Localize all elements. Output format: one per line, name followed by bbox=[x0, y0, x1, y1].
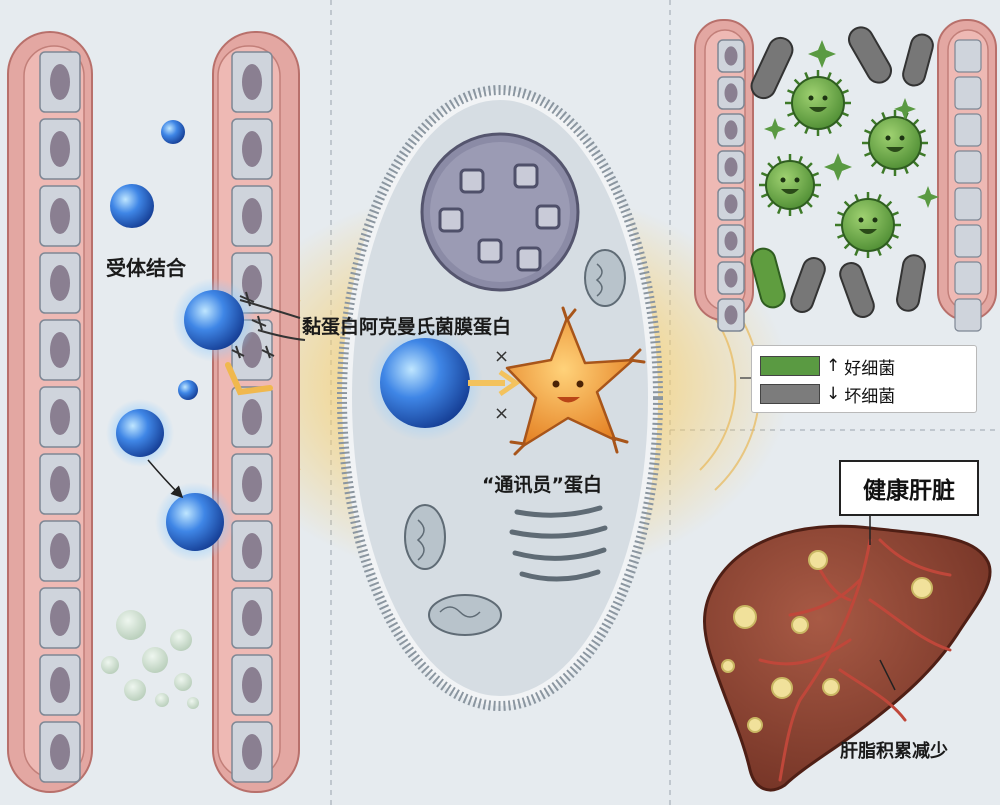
block-mark-1: × bbox=[494, 346, 509, 367]
cell-nucleus bbox=[242, 399, 262, 435]
epithelial-cell bbox=[954, 150, 982, 184]
cell-nucleus bbox=[50, 734, 70, 770]
bad-bacteria-swatch bbox=[760, 384, 820, 404]
good-bacterium bbox=[759, 154, 821, 216]
epithelial-cell bbox=[954, 39, 982, 73]
cell-nucleus bbox=[50, 466, 70, 502]
pale-bubbles bbox=[101, 610, 199, 709]
good-bacterium bbox=[785, 70, 851, 136]
epithelial-cell bbox=[954, 187, 982, 221]
intestine-wall-left bbox=[7, 31, 93, 793]
receptor-binding-label: 受体结合 bbox=[106, 256, 186, 280]
cell-nucleus bbox=[242, 198, 262, 234]
epithelial-cell bbox=[954, 113, 982, 147]
epithelial-cell bbox=[954, 298, 982, 332]
cell-nucleus bbox=[50, 198, 70, 234]
messenger-protein-label: “通讯员”蛋白 bbox=[482, 474, 602, 496]
receptor-markers bbox=[231, 291, 306, 359]
legend-bad-bacteria: ↓ 坏细菌 bbox=[760, 383, 896, 407]
cell-nucleus bbox=[724, 46, 738, 66]
cell-nucleus bbox=[50, 667, 70, 703]
legend-good-bacteria: ↑ 好细菌 bbox=[760, 355, 896, 379]
good-bacteria-swatch bbox=[760, 356, 820, 376]
cell-nucleus bbox=[724, 231, 738, 251]
cell-nucleus bbox=[50, 131, 70, 167]
up-arrow-icon: ↑ bbox=[826, 356, 841, 376]
intestine-wall-right bbox=[212, 31, 300, 793]
cell-nucleus bbox=[242, 466, 262, 502]
epithelial-cell bbox=[954, 261, 982, 295]
messenger-protein-star bbox=[505, 306, 646, 456]
cell-nucleus bbox=[724, 194, 738, 214]
cell-nucleus bbox=[724, 120, 738, 140]
cell-nucleus bbox=[724, 305, 738, 325]
intestine-wall-right-panel bbox=[694, 19, 997, 332]
bad-bacteria bbox=[750, 26, 934, 318]
cell-nucleus bbox=[50, 600, 70, 636]
block-mark-2: × bbox=[494, 403, 509, 424]
cell-nucleus bbox=[724, 157, 738, 177]
cell-nucleus bbox=[50, 332, 70, 368]
cell-nucleus bbox=[724, 83, 738, 103]
legend-good-label: 好细菌 bbox=[844, 358, 896, 379]
cell-nucleus bbox=[50, 64, 70, 100]
good-bacterium bbox=[835, 192, 901, 258]
host-cell bbox=[337, 85, 663, 711]
bacteria-legend: ↑ 好细菌 ↓ 坏细菌 bbox=[751, 345, 977, 413]
cell-nucleus bbox=[50, 265, 70, 301]
cell-nucleus bbox=[242, 533, 262, 569]
akkermansia-protein-label: 黏蛋白阿克曼氏菌膜蛋白 bbox=[302, 316, 512, 338]
cell-nucleus bbox=[50, 533, 70, 569]
cell-nucleus bbox=[50, 399, 70, 435]
cell-nucleus bbox=[242, 600, 262, 636]
receptor-spheres bbox=[106, 120, 256, 562]
good-bacterium bbox=[862, 110, 928, 176]
healthy-liver-label: 健康肝脏 bbox=[839, 460, 979, 516]
good-bacteria bbox=[759, 70, 928, 258]
liver-fat-reduced-label: 肝脂积累减少 bbox=[840, 741, 948, 762]
cell-nucleus bbox=[242, 131, 262, 167]
epithelial-cell bbox=[954, 76, 982, 110]
cell-nucleus bbox=[724, 268, 738, 288]
epithelial-cell bbox=[954, 224, 982, 258]
down-arrow-icon: ↓ bbox=[826, 384, 841, 404]
cell-nucleus bbox=[242, 667, 262, 703]
sparkles bbox=[764, 40, 939, 208]
cell-nucleus bbox=[242, 64, 262, 100]
cell-nucleus bbox=[242, 734, 262, 770]
legend-bad-label: 坏细菌 bbox=[844, 386, 896, 407]
